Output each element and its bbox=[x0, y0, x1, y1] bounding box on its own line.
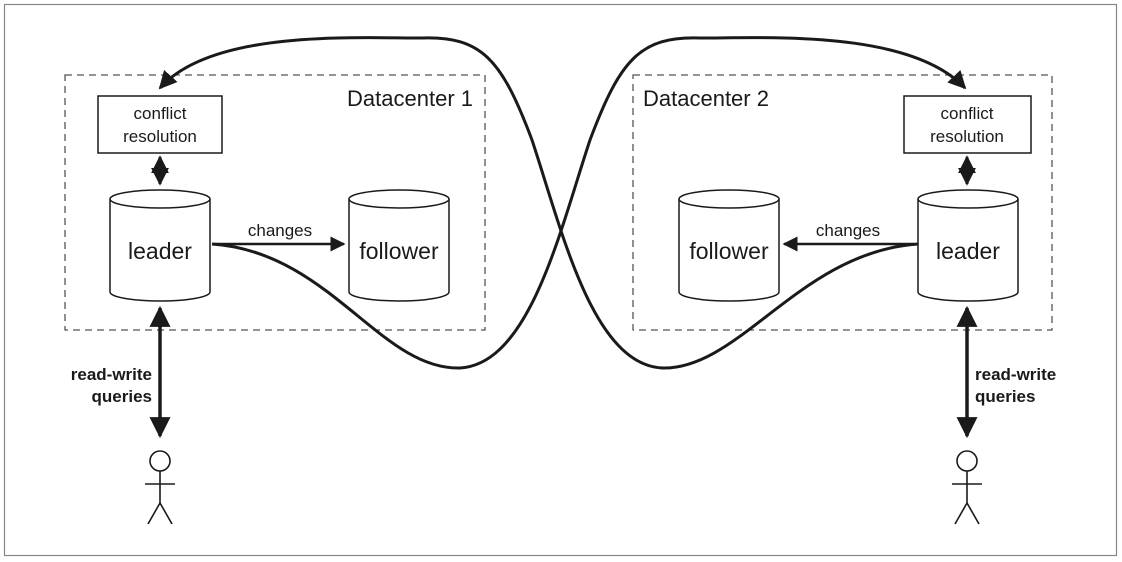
leader-database-2: leader bbox=[917, 189, 1019, 302]
follower-2-label: follower bbox=[689, 238, 769, 264]
follower-1-label: follower bbox=[359, 238, 439, 264]
leader-2-label: leader bbox=[936, 238, 1000, 264]
leader-database-1: leader bbox=[109, 189, 211, 302]
cross-replication-arrow-dc1-to-dc2 bbox=[211, 36, 967, 370]
client-2-label-line1: read-write bbox=[975, 365, 1056, 384]
changes-label-1: changes bbox=[248, 221, 312, 240]
datacenter-1-boundary bbox=[64, 74, 486, 331]
conflict-resolution-box-2: conflict resolution bbox=[903, 95, 1032, 154]
cross-replication-arrow-dc2-to-dc1 bbox=[158, 36, 919, 370]
conflict-box-2-line1: conflict bbox=[941, 104, 994, 123]
figure-frame bbox=[3, 3, 1118, 557]
conflict-box-1-line2: resolution bbox=[123, 127, 197, 146]
client-1-label-line1: read-write bbox=[71, 365, 152, 384]
leader-1-label: leader bbox=[128, 238, 192, 264]
conflict-box-2-line2: resolution bbox=[930, 127, 1004, 146]
client-2-label-line2: queries bbox=[975, 387, 1035, 406]
datacenter-1-title: Datacenter 1 bbox=[347, 86, 473, 111]
conflict-resolution-box-1: conflict resolution bbox=[97, 95, 223, 154]
changes-label-2: changes bbox=[816, 221, 880, 240]
follower-database-1: follower bbox=[348, 189, 450, 302]
person-icon bbox=[145, 450, 175, 525]
follower-database-2: follower bbox=[678, 189, 780, 302]
person-icon bbox=[952, 450, 982, 525]
conflict-box-1-line1: conflict bbox=[134, 104, 187, 123]
datacenter-2-title: Datacenter 2 bbox=[643, 86, 769, 111]
datacenter-2-boundary bbox=[632, 74, 1053, 331]
client-1-label-line2: queries bbox=[92, 387, 152, 406]
